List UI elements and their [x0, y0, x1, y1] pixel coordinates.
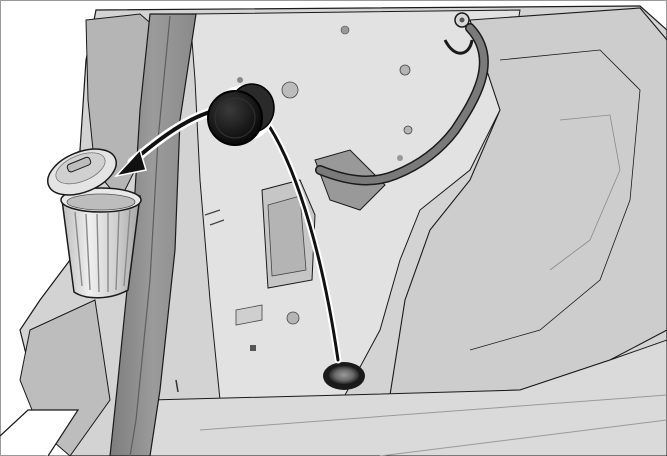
panel-rivet: [397, 155, 403, 161]
panel-hole: [287, 312, 299, 324]
panel-opening-inner: [268, 196, 306, 276]
panel-rivet: [341, 26, 349, 34]
panel-hole: [282, 82, 298, 98]
panel-rivet: [237, 77, 243, 83]
panel-hole: [400, 65, 410, 75]
wire-connector-icon: [455, 13, 469, 27]
panel-clip: [250, 345, 256, 351]
panel-hole: [404, 126, 412, 134]
drain-hole-icon: [323, 362, 365, 390]
